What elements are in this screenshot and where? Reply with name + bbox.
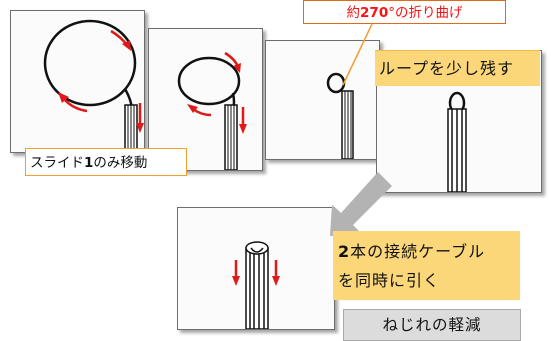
number-emphasis: 1	[84, 155, 94, 171]
rotate-arrow-bottom	[192, 107, 212, 117]
step2-panel	[148, 28, 263, 171]
number-emphasis: 270	[360, 5, 389, 21]
pull-label-line1: 2本の接続ケーブル	[338, 242, 486, 261]
step3-panel	[265, 40, 380, 160]
step1-panel	[10, 10, 145, 153]
reduce-label: ねじれの軽減	[343, 309, 521, 341]
rotate-arrow-bottom	[63, 98, 88, 113]
cable-loop	[326, 72, 346, 94]
pull-label: 2本の接続ケーブル を同時に引く	[333, 231, 520, 300]
step5-panel	[177, 207, 335, 330]
cable-end	[245, 241, 269, 255]
cable-loop	[177, 56, 241, 106]
slide-label: スライド1のみ移動	[25, 148, 187, 176]
number-emphasis: 2	[338, 242, 351, 261]
loop-label: ループを少し残す	[375, 50, 540, 86]
cable-loop	[43, 19, 137, 107]
pull-label-line2: を同時に引く	[338, 271, 441, 290]
bend-label: 約270°の折り曲げ	[303, 0, 506, 24]
